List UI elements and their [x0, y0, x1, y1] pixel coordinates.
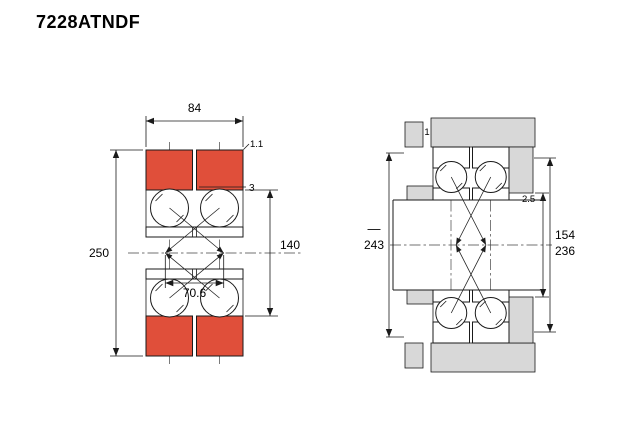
cage-marks-top-right	[205, 193, 234, 223]
dim-fillet-value: 1	[424, 127, 429, 138]
cover-top-right	[508, 146, 534, 194]
right-mounting-view: 1	[364, 117, 575, 373]
dim-od-value: 250	[89, 246, 109, 260]
dim-chamfer-value: 1.1	[250, 139, 263, 150]
dim-width: 84	[145, 101, 244, 147]
dim-outer-diameter: 250	[89, 149, 143, 357]
outer-ring-bottom-left	[145, 315, 193, 357]
shaft-shoulder-top-left	[406, 185, 434, 201]
mounted-contact-line-2	[455, 176, 492, 246]
contact-line-4	[165, 252, 220, 299]
housing-shoulder-top-left	[404, 121, 424, 148]
dim-side-fillet-value: 2.5	[522, 194, 535, 205]
dim-right-lower-value: 236	[555, 244, 575, 258]
dim-load-center-value: 70.6	[183, 286, 207, 300]
inner-ring-bottom	[145, 268, 244, 280]
shaft-shoulder-bottom-left	[406, 289, 434, 305]
dim-left-lower-value: 243	[364, 238, 384, 252]
mounted-cage-bottom-left	[439, 300, 463, 326]
mounted-contact-line-1	[450, 176, 487, 246]
outer-ring-top-right	[196, 149, 244, 191]
contact-line-1	[169, 207, 224, 254]
mounted-cage-top-right	[479, 164, 503, 190]
cover-bottom-right	[508, 296, 534, 344]
inner-ring-bottom-split	[192, 269, 197, 279]
mounted-bearing-side-faces	[432, 168, 510, 322]
bearing-side-faces	[145, 190, 244, 316]
dim-right-abutment: 154 236	[534, 157, 575, 333]
inner-ring-top-split	[192, 227, 197, 237]
mounted-contact-line-3	[450, 244, 487, 314]
dim-width-value: 84	[188, 101, 202, 115]
outer-ring-top-left	[145, 149, 193, 191]
contact-line-2	[165, 207, 220, 254]
outer-ring-bottom-right	[196, 315, 244, 357]
dim-gap-value: 3	[249, 183, 255, 194]
part-number-title: 7228ATNDF	[36, 12, 141, 32]
dim-left-upper-value: —	[368, 221, 381, 236]
left-section-view: 84 1.1 3 250 140	[89, 101, 302, 364]
contact-line-3	[169, 252, 224, 299]
dim-bore-diameter: 140	[245, 189, 300, 317]
dim-load-center: 70.6	[164, 255, 225, 300]
dim-chamfer: 1.1	[243, 139, 263, 150]
dim-bore-value: 140	[280, 238, 300, 252]
housing-shoulder-bottom-left	[404, 342, 424, 369]
cage-marks-top-left	[155, 193, 184, 223]
housing-bottom	[430, 342, 536, 373]
dim-right-upper-value: 154	[555, 228, 575, 242]
dim-left-abutment: — 243	[364, 152, 404, 338]
dim-chamfer-leader	[243, 143, 250, 150]
dim-gap: 3	[199, 183, 255, 194]
housing-top	[430, 117, 536, 148]
dim-load-center-extensions	[164, 255, 225, 288]
cage-marks-bottom-left	[155, 283, 184, 313]
inner-ring-top	[145, 226, 244, 238]
mounted-contact-line-4	[455, 244, 492, 314]
